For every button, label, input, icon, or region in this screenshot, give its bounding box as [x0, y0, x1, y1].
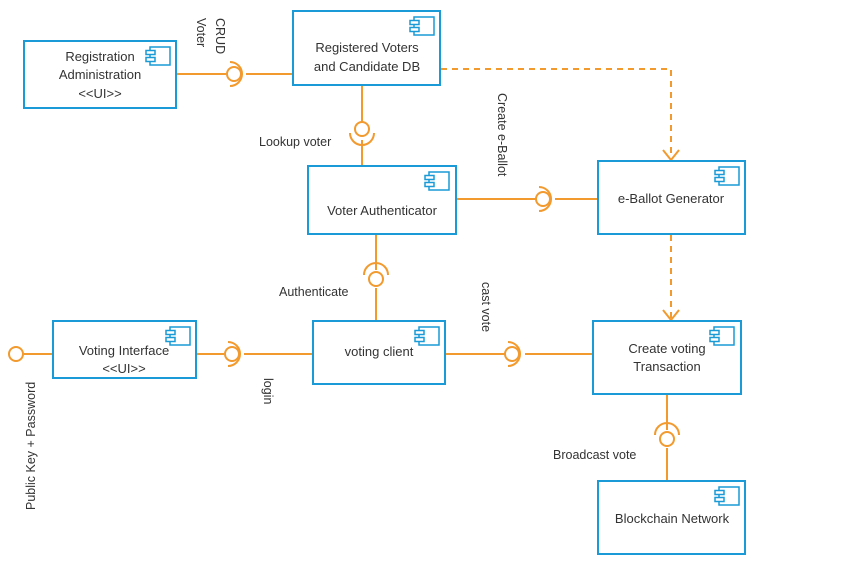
component-registered-voters-db[interactable]: Registered Voters and Candidate DB — [292, 10, 441, 86]
dependencies — [441, 68, 672, 318]
required-interface-socket — [363, 262, 389, 276]
uml-component-icon — [714, 166, 740, 186]
required-interface-socket — [227, 341, 241, 367]
component-label-line: Administration — [59, 67, 141, 82]
connector-label-authenticate: Authenticate — [279, 285, 349, 299]
provided-interface-ball — [504, 346, 520, 362]
component-registration-administration[interactable]: Registration Administration <<UI>> — [23, 40, 177, 109]
required-interface-socket — [349, 132, 375, 146]
component-create-voting-transaction[interactable]: Create voting Transaction — [592, 320, 742, 395]
connectors — [24, 73, 668, 481]
interfaces — [8, 61, 680, 447]
uml-component-icon — [409, 16, 435, 36]
component-label-line: Voting Interface — [79, 343, 169, 358]
component-label-line: <<UI>> — [78, 86, 121, 101]
connector-label-lookup-voter: Lookup voter — [259, 135, 331, 149]
component-label-line: Voter Authenticator — [327, 203, 438, 218]
connector-label-cast-vote: cast vote — [479, 282, 493, 332]
component-label-line: e-Ballot Generator — [618, 191, 725, 206]
component-label-line: Registered Voters — [315, 40, 419, 55]
uml-component-icon — [165, 326, 191, 346]
uml-component-icon — [709, 326, 735, 346]
required-interface-socket — [654, 422, 680, 436]
component-label-line: Registration — [65, 49, 134, 64]
uml-component-icon — [414, 326, 440, 346]
required-interface-socket — [229, 61, 243, 87]
component-label-line: Transaction — [633, 359, 700, 374]
connector-label-broadcast-vote: Broadcast vote — [553, 448, 636, 462]
component-label-line: Create voting — [628, 341, 705, 356]
connector-label-public-key: Public Key + Password — [24, 382, 38, 510]
provided-interface-ball — [535, 191, 551, 207]
connector-label-login: login — [261, 378, 275, 404]
provided-interface-ball — [8, 346, 24, 362]
dependency-line — [441, 68, 672, 158]
required-interface-socket — [507, 341, 521, 367]
provided-interface-ball — [224, 346, 240, 362]
component-label-line: voting client — [345, 344, 414, 359]
component-voting-client[interactable]: voting client — [312, 320, 446, 385]
component-label-line: and Candidate DB — [314, 59, 420, 74]
uml-component-icon — [145, 46, 171, 66]
connector-label-voter: Voter — [194, 18, 208, 47]
component-label-line: Blockchain Network — [615, 511, 730, 526]
component-label-line: <<UI>> — [102, 361, 145, 376]
provided-interface-ball — [368, 271, 384, 287]
provided-interface-ball — [226, 66, 242, 82]
component-blockchain-network[interactable]: Blockchain Network — [597, 480, 746, 555]
required-interface-socket — [538, 186, 552, 212]
component-eballot-generator[interactable]: e-Ballot Generator — [597, 160, 746, 235]
connector-label-crud: CRUD — [213, 18, 227, 54]
component-box — [312, 320, 446, 385]
uml-component-icon — [714, 486, 740, 506]
connector-label-create-eballot: Create e-Ballot — [495, 93, 509, 177]
connector-labels: CRUD Voter Lookup voter Create e-Ballot … — [24, 18, 636, 510]
component-voter-authenticator[interactable]: Voter Authenticator — [307, 165, 457, 235]
provided-interface-ball — [354, 121, 370, 137]
provided-interface-ball — [659, 431, 675, 447]
uml-component-icon — [424, 171, 450, 191]
component-voting-interface[interactable]: Voting Interface <<UI>> — [52, 320, 197, 379]
